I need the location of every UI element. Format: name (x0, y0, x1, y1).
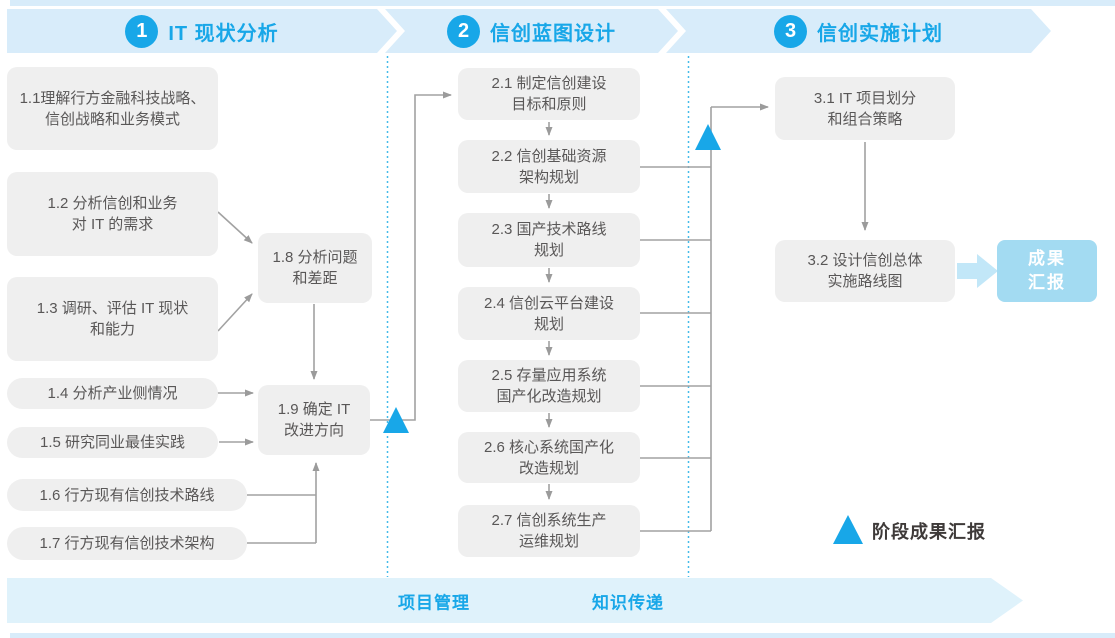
phase-number-2: 2 (447, 14, 480, 48)
step-box-2-4: 2.4 信创云平台建设 规划 (458, 287, 640, 340)
step-box-2-6: 2.6 核心系统国产化 改造规划 (458, 432, 640, 483)
phase-title-1: IT 现状分析 (168, 22, 279, 45)
knowledge-transfer-label: 知识传递 (592, 593, 664, 612)
phase-title-2: 信创蓝图设计 (490, 22, 616, 45)
step-box-1-9: 1.9 确定 IT 改进方向 (258, 385, 370, 455)
milestone-triangle-phase1 (383, 407, 409, 433)
step-box-2-3: 2.3 国产技术路线 规划 (458, 213, 640, 267)
step-box-3-2: 3.2 设计信创总体 实施路线图 (775, 240, 955, 302)
phase-band-2: 2 信创蓝图设计 (385, 9, 678, 53)
step-box-1-4: 1.4 分析产业侧情况 (7, 378, 218, 409)
phase-band-1: 1 IT 现状分析 (7, 9, 397, 53)
step-box-2-7: 2.7 信创系统生产 运维规划 (458, 505, 640, 557)
result-block-arrow-icon (957, 254, 998, 288)
legend-triangle-icon (833, 515, 863, 544)
step-box-1-1: 1.1理解行方金融科技战略、 信创战略和业务模式 (7, 67, 218, 150)
phase-band-3: 3 信创实施计划 (666, 9, 1051, 53)
result-box: 成果 汇报 (997, 240, 1097, 302)
step-box-1-5: 1.5 研究同业最佳实践 (7, 427, 218, 458)
step-box-1-3: 1.3 调研、评估 IT 现状 和能力 (7, 277, 218, 361)
step-box-1-8: 1.8 分析问题 和差距 (258, 233, 372, 303)
phase-title-3: 信创实施计划 (817, 22, 943, 45)
bottom-process-bar: 项目管理 知识传递 (7, 578, 1023, 623)
phase-number-1: 1 (125, 14, 159, 48)
milestone-triangle-phase2 (695, 124, 721, 150)
bottom-edge-strip (10, 633, 1115, 638)
step-box-2-1: 2.1 制定信创建设 目标和原则 (458, 68, 640, 120)
project-management-label: 项目管理 (398, 593, 470, 612)
step-box-1-2: 1.2 分析信创和业务 对 IT 的需求 (7, 172, 218, 256)
step-box-2-2: 2.2 信创基础资源 架构规划 (458, 140, 640, 193)
step-box-3-1: 3.1 IT 项目划分 和组合策略 (775, 77, 955, 140)
step-box-1-7: 1.7 行方现有信创技术架构 (7, 527, 247, 560)
phase-separator-dotted-lines (386, 56, 690, 577)
phase-number-3: 3 (774, 14, 807, 48)
top-edge-strip (10, 0, 1115, 6)
step-box-2-5: 2.5 存量应用系统 国产化改造规划 (458, 360, 640, 412)
legend-label: 阶段成果汇报 (872, 522, 986, 542)
step-box-1-6: 1.6 行方现有信创技术路线 (7, 479, 247, 511)
